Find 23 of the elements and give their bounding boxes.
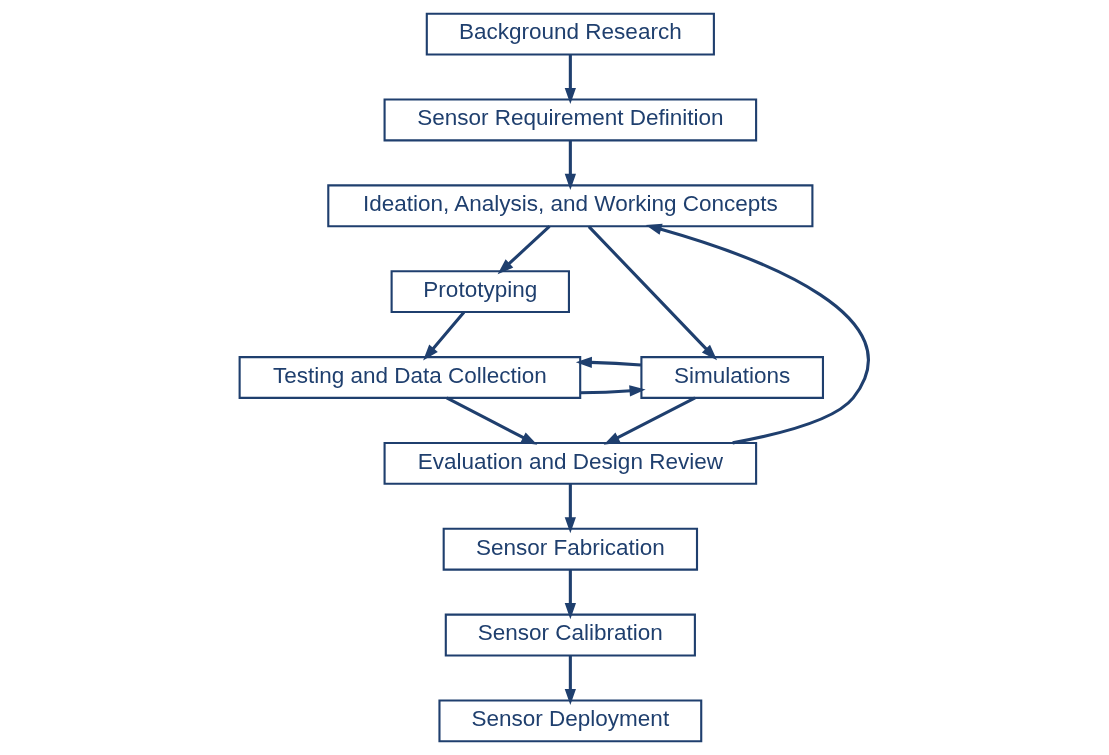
arrow <box>564 484 576 534</box>
arrow <box>645 223 870 445</box>
node-box: Sensor Requirement Definition <box>383 98 758 142</box>
node-box: Sensor Deployment <box>438 699 703 743</box>
arrow <box>580 385 646 397</box>
arrow <box>423 311 466 361</box>
node-box: Evaluation and Design Review <box>383 441 758 485</box>
node-box: Ideation, Analysis, and Working Concepts <box>327 184 814 228</box>
node-box: Sensor Fabrication <box>442 527 699 571</box>
arrow <box>575 356 642 369</box>
arrow <box>446 396 538 445</box>
arrow <box>564 655 576 705</box>
arrow <box>564 569 576 620</box>
node-box: Background Research <box>425 12 715 56</box>
node-box: Sensor Calibration <box>444 613 696 657</box>
node-box: Prototyping <box>390 270 570 314</box>
arrow <box>564 54 576 105</box>
arrow <box>497 225 551 275</box>
arrow <box>564 140 576 190</box>
arrow <box>603 396 696 445</box>
node-box: Testing and Data Collection <box>238 356 582 399</box>
arrow <box>587 225 718 361</box>
node-box: Simulations <box>640 356 824 399</box>
